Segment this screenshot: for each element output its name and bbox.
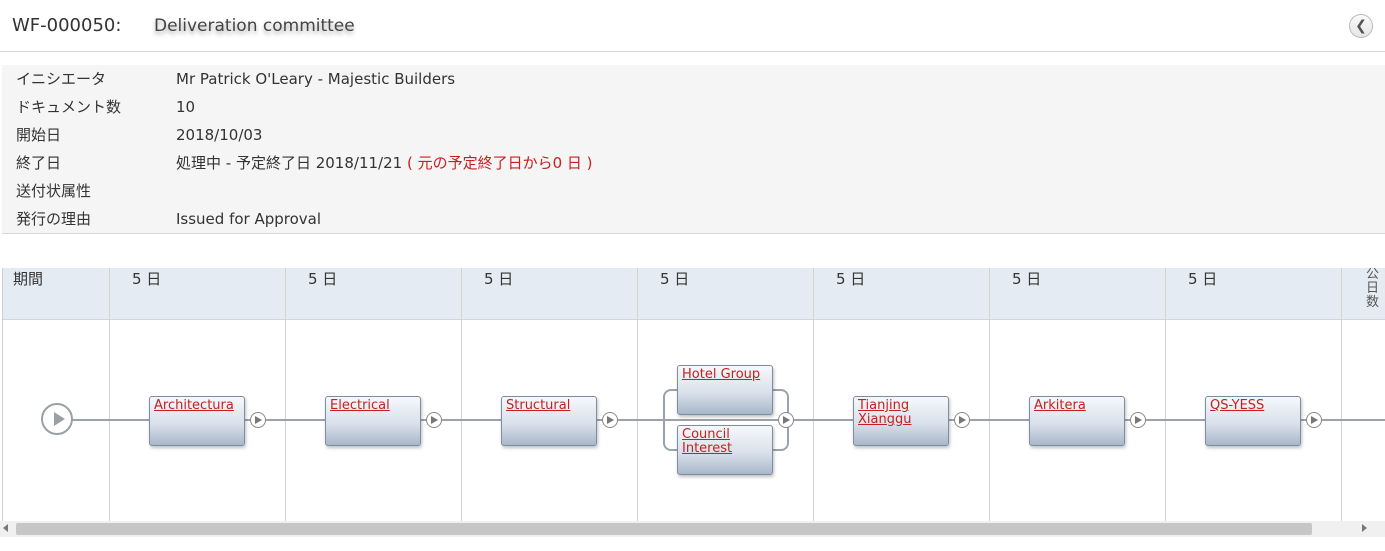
property-row-document-count: ドキュメント数 10 xyxy=(2,93,1385,121)
duration-cell: 5 日 xyxy=(660,270,690,288)
cut-off-header: 公日数 xyxy=(1366,268,1380,310)
property-row-initiator: イニシエータ Mr Patrick O'Leary - Majestic Bui… xyxy=(2,65,1385,93)
property-value: Issued for Approval xyxy=(176,210,322,228)
workflow-step[interactable]: Hotel Group xyxy=(677,365,773,415)
property-value: 10 xyxy=(176,98,196,116)
start-icon[interactable] xyxy=(41,403,73,435)
end-date-text: 処理中 - 予定終了日 2018/11/21 xyxy=(176,154,403,172)
next-arrow-icon[interactable] xyxy=(602,412,618,428)
chevron-left-icon: ❮ xyxy=(1355,18,1367,34)
workflow-id: WF-000050: xyxy=(12,15,122,36)
property-label: ドキュメント数 xyxy=(16,98,122,116)
workflow-step[interactable]: Electrical xyxy=(325,396,421,446)
next-arrow-icon[interactable] xyxy=(954,412,970,428)
workflow-properties: イニシエータ Mr Patrick O'Leary - Majestic Bui… xyxy=(2,65,1385,234)
property-row-end-date: 終了日 処理中 - 予定終了日 2018/11/21 ( 元の予定終了日から0 … xyxy=(2,149,1385,177)
property-label: 開始日 xyxy=(16,126,62,144)
column-divider xyxy=(637,268,638,521)
step-link[interactable]: Structural xyxy=(506,398,571,413)
workflow-step[interactable]: Council Interest xyxy=(677,425,773,475)
property-label: 発行の理由 xyxy=(16,210,92,228)
step-link[interactable]: Electrical xyxy=(330,398,390,413)
column-divider xyxy=(285,268,286,521)
workflow-title: Deliveration committee xyxy=(154,16,355,36)
property-value: 2018/10/03 xyxy=(176,126,263,144)
duration-cell: 5 日 xyxy=(836,270,866,288)
workflow-step[interactable]: Architectura xyxy=(149,396,245,446)
property-row-start-date: 開始日 2018/10/03 xyxy=(2,121,1385,149)
column-divider xyxy=(461,268,462,521)
duration-cell: 5 日 xyxy=(1012,270,1042,288)
scroll-left-icon[interactable] xyxy=(3,524,8,532)
workflow-step[interactable]: Structural xyxy=(501,396,597,446)
property-label: イニシエータ xyxy=(16,70,107,88)
next-arrow-icon[interactable] xyxy=(426,412,442,428)
duration-label: 期間 xyxy=(13,270,44,288)
duration-header: 期間 5 日 5 日 5 日 5 日 5 日 5 日 5 日 公日数 xyxy=(3,268,1385,320)
property-label: 終了日 xyxy=(16,154,62,172)
property-row-issue-reason: 発行の理由 Issued for Approval xyxy=(2,205,1385,233)
scrollbar-thumb[interactable] xyxy=(16,523,1312,535)
step-link[interactable]: QS-YESS xyxy=(1210,398,1265,413)
workflow-track-line xyxy=(71,419,1385,421)
property-value: 処理中 - 予定終了日 2018/11/21 ( 元の予定終了日から0 日 ) xyxy=(176,149,593,177)
column-divider xyxy=(1341,268,1342,521)
column-divider xyxy=(109,268,110,521)
step-link[interactable]: Hotel Group xyxy=(682,367,761,382)
next-arrow-icon[interactable] xyxy=(1130,412,1146,428)
step-link[interactable]: Tianjing Xianggu xyxy=(858,398,912,427)
step-link[interactable]: Arkitera xyxy=(1034,398,1086,413)
workflow-timeline: 期間 5 日 5 日 5 日 5 日 5 日 5 日 5 日 公日数 Archi… xyxy=(2,268,1385,521)
property-label: 送付状属性 xyxy=(16,182,92,200)
duration-cell: 5 日 xyxy=(484,270,514,288)
next-arrow-icon[interactable] xyxy=(778,412,794,428)
duration-cell: 5 日 xyxy=(308,270,338,288)
workflow-step[interactable]: Tianjing Xianggu xyxy=(853,396,949,446)
duration-cell: 5 日 xyxy=(1188,270,1218,288)
step-link[interactable]: Council Interest xyxy=(682,427,733,456)
scroll-right-icon[interactable] xyxy=(1362,524,1367,532)
workflow-step[interactable]: Arkitera xyxy=(1029,396,1125,446)
column-divider xyxy=(989,268,990,521)
collapse-button[interactable]: ❮ xyxy=(1349,14,1373,38)
property-row-transmittal-attributes: 送付状属性 xyxy=(2,177,1385,205)
column-divider xyxy=(813,268,814,521)
end-date-note: ( 元の予定終了日から0 日 ) xyxy=(406,154,593,172)
workflow-step[interactable]: QS-YESS xyxy=(1205,396,1301,446)
duration-cell: 5 日 xyxy=(132,270,162,288)
property-value: Mr Patrick O'Leary - Majestic Builders xyxy=(176,70,456,88)
column-divider xyxy=(1165,268,1166,521)
next-arrow-icon[interactable] xyxy=(1306,412,1322,428)
horizontal-scrollbar[interactable] xyxy=(0,521,1385,537)
next-arrow-icon[interactable] xyxy=(250,412,266,428)
step-link[interactable]: Architectura xyxy=(154,398,234,413)
workflow-header: WF-000050: Deliveration committee ❮ xyxy=(0,0,1385,52)
